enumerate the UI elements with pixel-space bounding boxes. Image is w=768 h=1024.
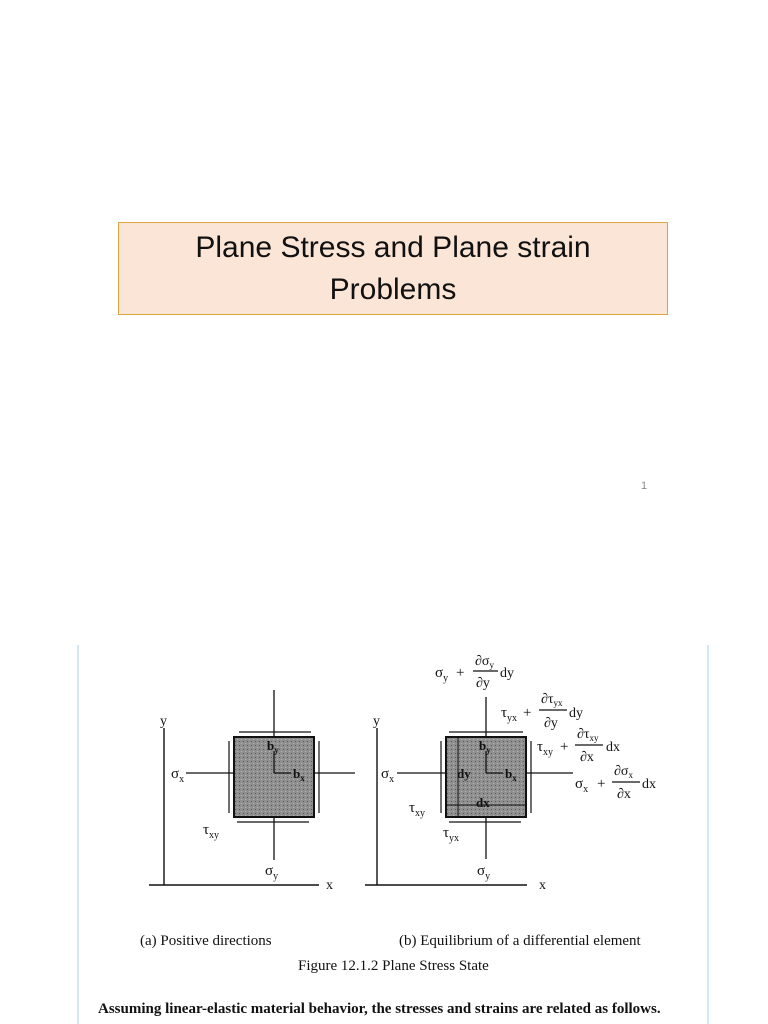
svg-text:∂σx: ∂σx [614, 764, 633, 780]
expr-tau-yx-plus: + [523, 705, 531, 721]
panel-b-sigma-x: σ [381, 766, 389, 782]
expr-tau-xy-num-sub: xy [590, 733, 600, 743]
title-line-1: Plane Stress and Plane strain [195, 230, 591, 264]
expr-tau-yx-den: ∂y [544, 716, 558, 731]
figure-image: y x by bx σx σy τxy [77, 645, 709, 1024]
expr-sigma-y-den: ∂y [476, 676, 490, 691]
expr-tau-xy-plus: + [560, 739, 568, 755]
svg-text:τyx: τyx [501, 705, 517, 724]
expr-sigma-y: σy + ∂σy ∂y dy [435, 654, 514, 691]
svg-text:σx: σx [381, 766, 394, 785]
expr-sigma-y-num: ∂σ [475, 654, 490, 669]
panel-b-tau-xy: τ [409, 800, 415, 816]
panel-a-sigma-x: σ [171, 766, 179, 782]
svg-text:σx: σx [575, 776, 588, 795]
expr-sigma-y-tail: dy [500, 666, 514, 681]
panel-b-b-label: b [479, 738, 486, 753]
panel-b-x-label: x [539, 878, 546, 893]
figure-caption: Figure 12.1.2 Plane Stress State [298, 958, 489, 974]
panel-a-element [233, 736, 315, 818]
expr-sigma-x-num-sub: x [628, 770, 633, 780]
expr-sigma-x-lhs-sub: x [583, 784, 588, 795]
svg-text:σy: σy [477, 863, 490, 882]
panel-b-sigma-x-sub: x [389, 774, 394, 785]
svg-text:τyx: τyx [443, 825, 459, 844]
slide: Plane Stress and Plane strain Problems 1 [118, 222, 668, 492]
expr-tau-yx-num: ∂τ [541, 692, 554, 707]
panel-b-sigma-y: σ [477, 863, 485, 879]
svg-text:bx: bx [293, 766, 305, 783]
expr-tau-yx-num-sub: yx [554, 698, 564, 708]
svg-text:by: by [479, 738, 491, 755]
expr-sigma-y-num-sub: y [489, 660, 494, 670]
expr-sigma-y-lhs-sub: y [443, 673, 448, 684]
panel-a-tau-xy: τ [203, 822, 209, 838]
panel-a-sigma-y-sub: y [273, 871, 278, 882]
svg-text:τxy: τxy [409, 800, 425, 819]
svg-text:σy: σy [265, 863, 278, 882]
expr-tau-xy: τxy + ∂τxy ∂x dx [537, 727, 620, 765]
expr-sigma-x: σx + ∂σx ∂x dx [575, 764, 656, 802]
svg-text:τxy: τxy [203, 822, 219, 841]
panel-b-tau-yx: τ [443, 825, 449, 841]
svg-text:σy: σy [435, 665, 448, 684]
expr-sigma-y-plus: + [456, 665, 464, 681]
expr-sigma-y-lhs: σ [435, 665, 443, 681]
expr-tau-yx-lhs: τ [501, 705, 507, 721]
panel-a-b-label: b [267, 738, 274, 753]
svg-text:bx: bx [505, 766, 517, 783]
panel-a-tau-xy-sub: xy [209, 830, 219, 841]
svg-text:τxy: τxy [537, 739, 553, 758]
expr-sigma-x-num: ∂σ [614, 764, 629, 779]
expr-sigma-x-den: ∂x [617, 787, 631, 802]
panel-a-sigma-x-sub: x [179, 774, 184, 785]
plane-stress-diagram: y x by bx σx σy τxy [98, 654, 661, 1017]
panel-a-x-label: x [326, 878, 333, 893]
expr-tau-yx: τyx + ∂τyx ∂y dy [501, 692, 583, 731]
expr-sigma-x-lhs: σ [575, 776, 583, 792]
panel-a-by-sub: y [274, 745, 279, 755]
panel-a-bx-sub: x [300, 773, 305, 783]
panel-b-bx-label: b [505, 766, 512, 781]
panel-a: y x by bx σx σy τxy [149, 690, 355, 893]
panel-a-sigma-y: σ [265, 863, 273, 879]
panel-a-y-label: y [160, 714, 167, 729]
caption-b: (b) Equilibrium of a differential elemen… [399, 933, 642, 949]
caption-a: (a) Positive directions [140, 933, 272, 949]
svg-text:∂τyx: ∂τyx [541, 692, 563, 708]
expr-sigma-x-tail: dx [642, 777, 656, 792]
svg-text:σx: σx [171, 766, 184, 785]
panel-b-tau-xy-sub: xy [415, 808, 425, 819]
body-text: Assuming linear-elastic material behavio… [98, 1001, 661, 1017]
svg-text:by: by [267, 738, 279, 755]
expr-tau-xy-tail: dx [606, 740, 620, 755]
title-box: Plane Stress and Plane strain Problems [118, 222, 668, 315]
panel-b-dy-label: dy [457, 766, 471, 781]
expr-tau-xy-lhs-sub: xy [543, 747, 553, 758]
slide-number: 1 [641, 480, 648, 492]
panel-b-bx-sub: x [512, 773, 517, 783]
panel-b: y x by bx dy dx σx τxy [365, 654, 656, 893]
expr-sigma-x-plus: + [597, 776, 605, 792]
panel-a-bx-label: b [293, 766, 300, 781]
panel-b-y-label: y [373, 714, 380, 729]
title-line-2: Problems [329, 272, 457, 306]
panel-b-tau-yx-sub: yx [449, 833, 459, 844]
expr-tau-yx-tail: dy [569, 706, 583, 721]
panel-b-sigma-y-sub: y [485, 871, 490, 882]
expr-tau-xy-den: ∂x [580, 750, 594, 765]
panel-b-dx-label: dx [476, 795, 490, 810]
expr-tau-yx-lhs-sub: yx [507, 713, 517, 724]
svg-text:∂τxy: ∂τxy [577, 727, 599, 743]
expr-tau-xy-num: ∂τ [577, 727, 590, 742]
svg-text:∂σy: ∂σy [475, 654, 494, 670]
panel-b-by-sub: y [486, 745, 491, 755]
expr-tau-xy-lhs: τ [537, 739, 543, 755]
